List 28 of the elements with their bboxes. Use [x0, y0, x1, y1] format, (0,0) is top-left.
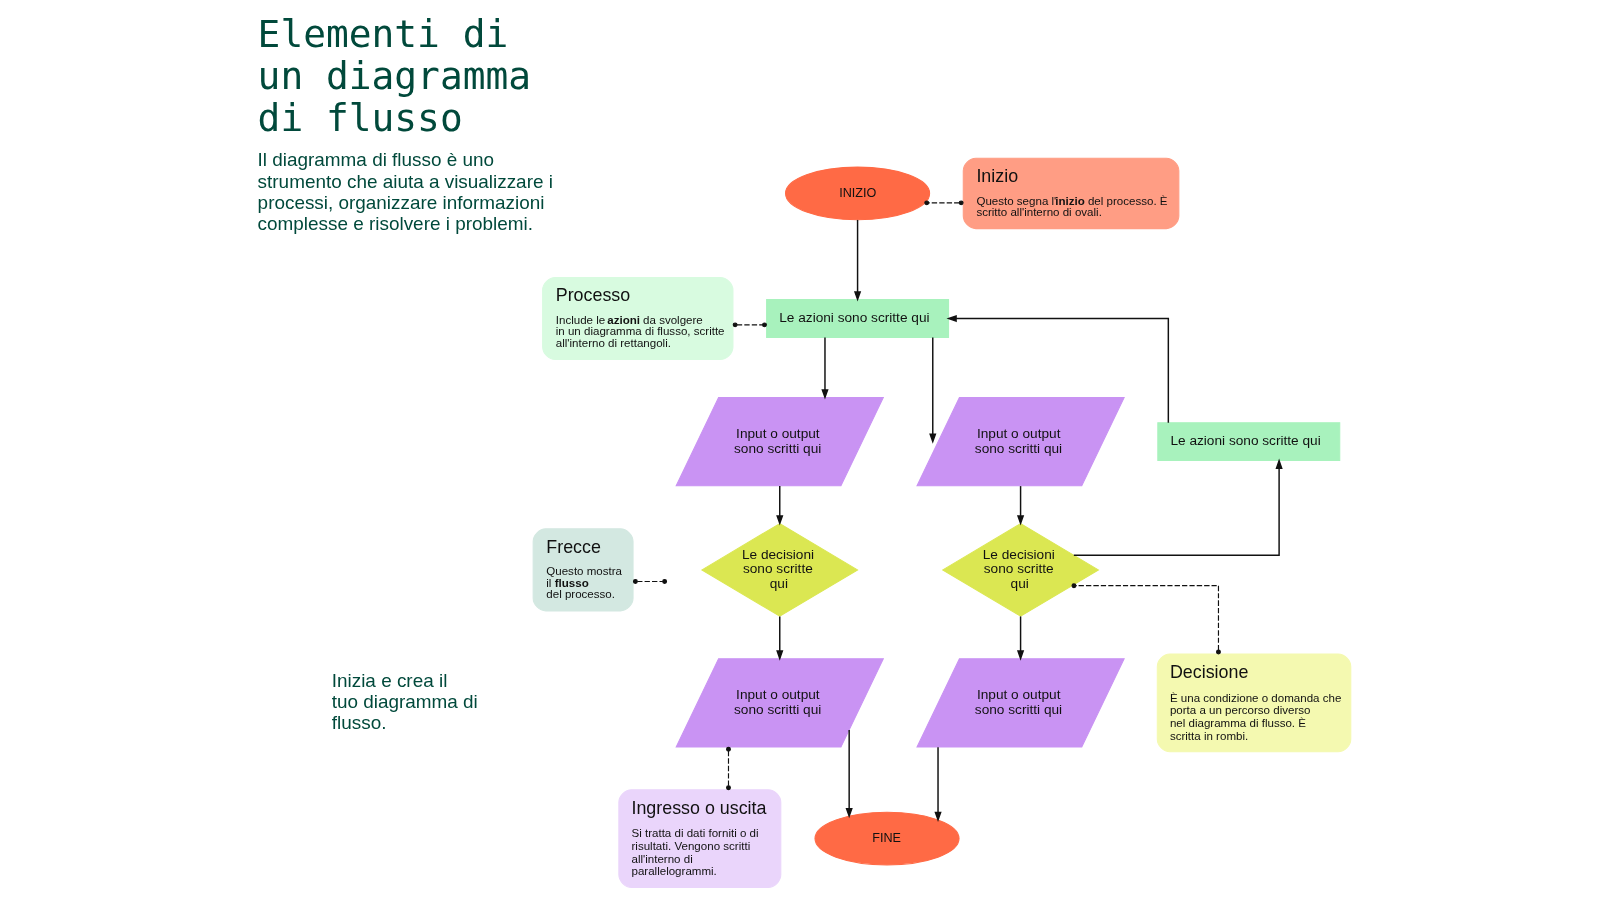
arrow: [776, 485, 784, 526]
arrow: [1016, 615, 1025, 661]
label: Il diagramma di flusso è uno strumento che aiuta a visualizzare i processi, organizzare informazioni complesse e risolvere i problemi.: [257, 149, 553, 234]
connector: [732, 322, 767, 328]
node-box: Ingresso o uscita Si tratta di dati forniti o di risultati. Vengono scritti all'interno di parallelogrammi.: [618, 789, 782, 888]
arrow: [776, 615, 784, 661]
node-diamond: Le decisioni sono scritte qui: [700, 523, 859, 617]
arrow: [929, 336, 937, 444]
arrow: [934, 746, 942, 823]
node-diamond: Le decisioni sono scritte qui: [941, 523, 1100, 617]
arrow: [1016, 485, 1025, 526]
label: Inizia e crea il tuo diagramma di flusso.: [331, 669, 478, 733]
node-box: Processo Include le azioni da svolgere in un diagramma di flusso, scritte all'interno di rettangoli.: [542, 277, 734, 361]
node-box: Decisione È una condizione o domanda che porta a un percorso diverso nel diagramma di flusso. È scritta in rombi.: [1156, 653, 1352, 753]
arrow: [845, 729, 853, 819]
node-box: Le azioni sono scritte qui: [766, 299, 950, 338]
connector: [636, 580, 664, 583]
arrow: [853, 219, 862, 302]
connector: [726, 746, 731, 791]
arrow: [946, 314, 1170, 424]
arrow: [1073, 458, 1283, 556]
node-box: Frecce Questo mostra il flusso del processo.: [532, 528, 634, 612]
connector: [924, 200, 964, 206]
node-box: Inizio Questo segna l'inizio del processo. È scritto all'interno di ovali.: [962, 157, 1180, 230]
node-box: Le azioni sono scritte qui: [1157, 422, 1341, 462]
connector: [1071, 583, 1221, 655]
diagram-title: Elementi di un diagramma di flusso: [257, 12, 532, 141]
arrow: [821, 336, 829, 400]
